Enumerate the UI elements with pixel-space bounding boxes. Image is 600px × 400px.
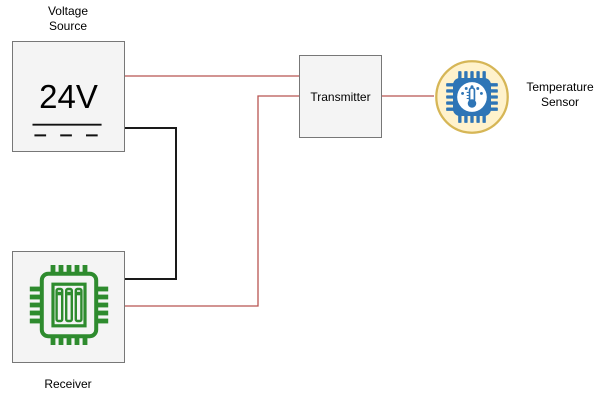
chip-icon [29,265,109,345]
temperature-sensor-label: Temperature Sensor [526,80,594,109]
chip-cell-dots [57,291,81,296]
voltage-source-node: 24V [12,41,125,152]
chip-body [39,271,99,339]
receiver-label: Receiver [44,377,92,391]
wire-transmitter-to-receiver [125,95,299,307]
voltage-value: 24V [39,78,98,115]
transmitter-label: Transmitter [310,89,371,104]
transmitter-node: Transmitter [299,55,382,138]
temperature-sensor-chip-icon [435,60,509,134]
receiver-node [12,251,125,363]
thermometer-icon [466,87,477,108]
chip-cells [55,287,83,323]
voltage-source-label: Voltage Source [47,4,89,33]
dc-source-symbol [32,123,102,137]
chip-inner-frame [51,282,87,328]
chip-pins [29,265,109,345]
wire-voltage-to-receiver [125,127,177,280]
